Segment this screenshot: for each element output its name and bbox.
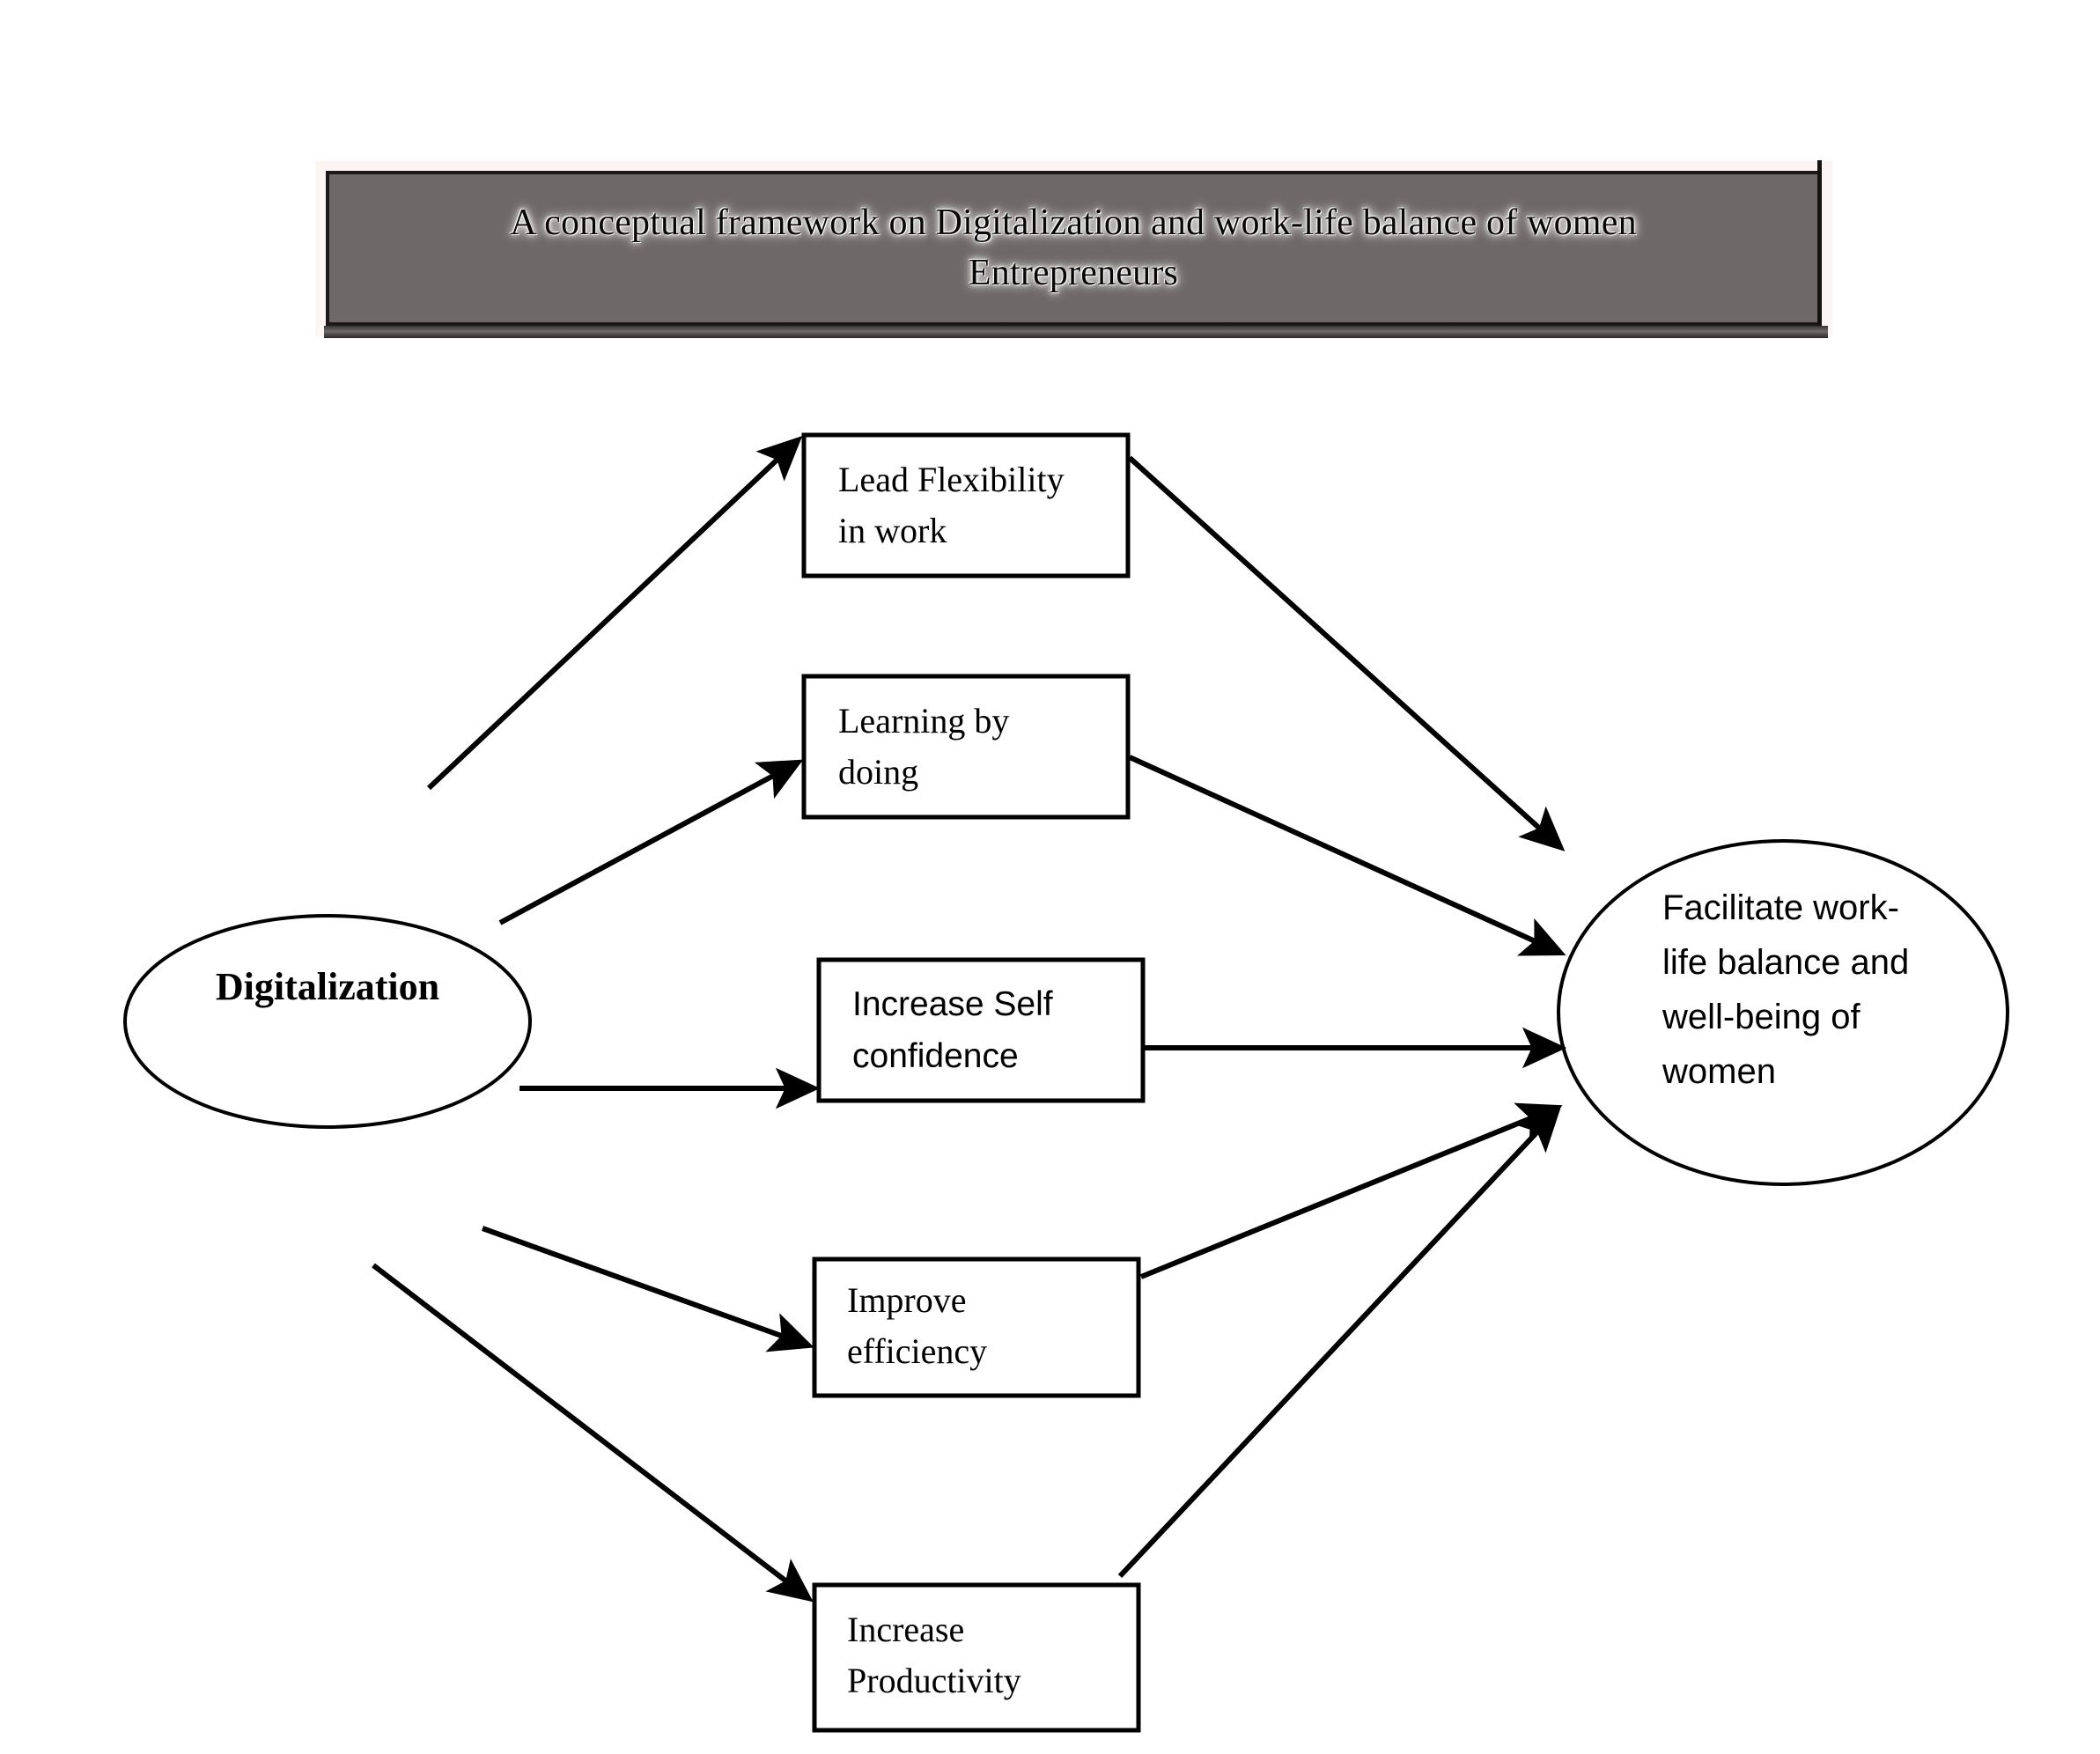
title-banner-inner: A conceptual framework on Digitalization… [326,171,1822,326]
edge-lead-flexibility-to-outcome [1127,455,1566,851]
page-title: A conceptual framework on Digitalization… [510,203,1637,293]
edge-increase-productivity-to-outcome [1117,1106,1561,1579]
node-learning-by-doing-box[interactable] [801,674,1131,820]
title-banner-shadow-bar [324,326,1828,338]
edge-digitalization-to-increase-productivity [372,1263,814,1603]
improve-efficiency-line-1: Improve [847,1280,967,1320]
node-digitalization-label: Digitalization [215,965,440,1008]
title-banner-right-edge [1817,160,1822,332]
outcome-line-4: women [1662,1052,1776,1091]
node-improve-efficiency-label: Improve efficiency [847,1275,1138,1377]
increase-productivity-line-1: Increase [847,1610,965,1649]
outcome-line-1: Facilitate work- [1662,888,1899,927]
node-improve-efficiency-box[interactable] [812,1257,1141,1398]
learning-by-doing-line-2: doing [838,752,919,792]
lead-flexibility-line-2: in work [838,511,947,550]
node-outcome-label: Facilitate work-life balance and well-bei… [1662,881,1944,1099]
node-increase-self-confidence-label: Increase Self confidence [852,979,1143,1082]
increase-self-confidence-line-1: Increase Self [852,985,1053,1023]
title-banner: A conceptual framework on Digitalization… [315,160,1832,336]
node-learning-by-doing-label: Learning by doing [838,696,1129,798]
node-increase-productivity-box[interactable] [812,1582,1141,1733]
increase-productivity-line-2: Productivity [847,1661,1021,1700]
edge-digitalization-to-learning-by-doing [498,759,804,925]
improve-efficiency-line-2: efficiency [847,1331,988,1371]
node-outcome-ellipse[interactable] [1557,839,2009,1186]
node-increase-self-confidence-box[interactable] [816,957,1146,1103]
outcome-line-2: life balance and [1662,943,1910,982]
lead-flexibility-line-1: Lead Flexibility [838,460,1065,499]
edge-digitalization-to-lead-flexibility [426,436,803,791]
edge-digitalization-to-improve-efficiency [481,1226,814,1352]
node-digitalization-ellipse[interactable] [123,914,532,1129]
node-lead-flexibility-label: Lead Flexibility in work [838,454,1129,556]
outcome-line-3: well-being of [1662,998,1861,1036]
increase-self-confidence-line-2: confidence [852,1036,1019,1075]
edge-learning-by-doing-to-outcome [1128,755,1566,956]
edge-improve-efficiency-to-outcome [1139,1102,1563,1279]
learning-by-doing-line-1: Learning by [838,701,1010,741]
node-lead-flexibility-box[interactable] [801,432,1131,579]
